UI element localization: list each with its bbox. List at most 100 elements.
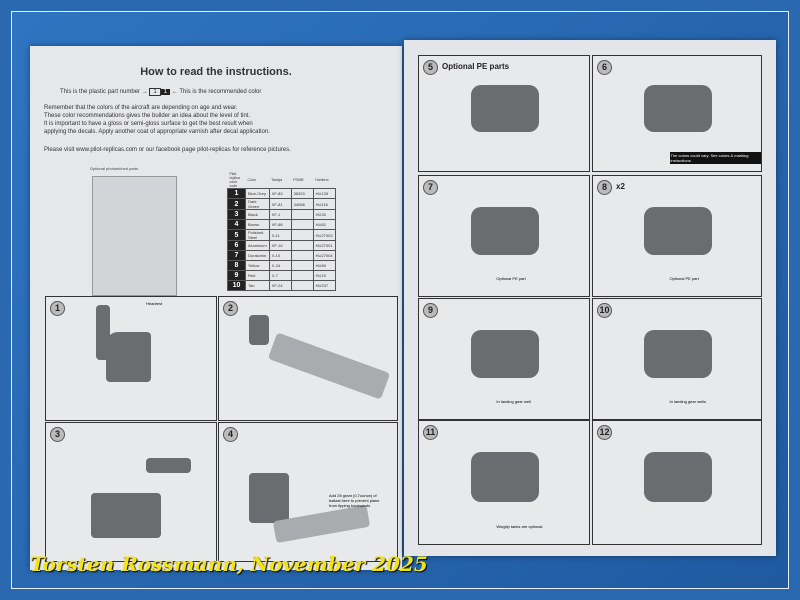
engine-block xyxy=(91,493,161,538)
color-code: 7 xyxy=(227,250,246,261)
color-code: 4 xyxy=(227,219,246,230)
color-box: 1 xyxy=(160,89,171,95)
col-header: Pilot replica color code xyxy=(229,172,240,188)
color-cell: XF-68 xyxy=(268,219,292,230)
step-3-panel: 3 xyxy=(45,422,217,562)
color-cell: Tan xyxy=(245,280,270,291)
color-cell: Duralumin xyxy=(245,250,270,261)
step-number: 3 xyxy=(50,427,65,442)
color-code: 10 xyxy=(227,280,246,291)
color-cell: X-7 xyxy=(268,270,292,281)
color-cell: HU27003 xyxy=(312,229,336,241)
step-note: Optional PE part xyxy=(669,276,699,282)
pe-fret xyxy=(92,176,177,296)
color-cell: 36320 xyxy=(290,188,314,199)
color-cell xyxy=(290,209,314,220)
step-title: x2 xyxy=(616,182,625,191)
color-cell: X-10 xyxy=(268,250,292,261)
note-line: applying the decals. Apply another coat … xyxy=(44,129,270,135)
step-number: 7 xyxy=(423,180,438,195)
step-note: Add 25 gram (0.7ounce) of ballast here t… xyxy=(329,493,380,508)
assembly-drawing xyxy=(470,452,540,503)
color-cell: Brown xyxy=(245,219,270,230)
step-note: Optional PE part xyxy=(496,276,526,282)
step-number: 1 xyxy=(50,301,65,316)
color-code: 3 xyxy=(227,209,246,220)
col-header: FS595 xyxy=(293,178,304,182)
note-line: It is important to have a gloss or semi-… xyxy=(44,121,253,127)
cockpit-tub xyxy=(249,473,289,523)
part-box: 1 xyxy=(149,88,161,96)
step-number: 6 xyxy=(597,60,612,75)
page-title: How to read the instructions. xyxy=(140,66,292,78)
color-cell: 34086 xyxy=(290,198,314,210)
pe-label: Optional photoetched parts xyxy=(90,166,139,171)
step-number: 4 xyxy=(223,427,238,442)
step-note: Headrest xyxy=(146,301,163,306)
notes: Remember that the colors of the aircraft… xyxy=(44,104,270,136)
assembly-drawing xyxy=(644,452,712,503)
step-number: 12 xyxy=(597,425,612,440)
step-note: The colors could vary. See colors & mark… xyxy=(669,151,761,164)
photo-caption: Torsten Rossmann, November 2025 xyxy=(30,552,428,576)
color-cell: Red xyxy=(245,270,270,281)
note-line: Remember that the colors of the aircraft… xyxy=(44,105,238,111)
color-cell: HU62 xyxy=(312,219,336,230)
cockpit-part xyxy=(249,315,269,345)
assembly-drawing xyxy=(644,329,712,379)
step-1-panel: 1 Headrest xyxy=(45,296,217,421)
assembly-drawing xyxy=(644,206,712,256)
step-note: Wingtip tanks are optional xyxy=(496,523,543,529)
visit-text: Please visit www.pilot-replicas.com or o… xyxy=(44,147,291,153)
color-cell: Dark Green xyxy=(245,198,270,210)
color-cell xyxy=(290,260,314,271)
step-number: 8 xyxy=(597,180,612,195)
step-9-panel: 9 In landing gear well xyxy=(418,298,590,420)
color-cell: Yellow xyxy=(245,260,270,271)
color-code: 2 xyxy=(227,198,246,210)
assembly-drawing xyxy=(470,206,540,256)
step-number: 5 xyxy=(423,60,438,75)
color-cell xyxy=(290,270,314,281)
color-cell: HU27004 xyxy=(312,250,336,261)
note-line: These color recommendations gives the bu… xyxy=(44,113,251,119)
color-cell: XF-16 xyxy=(268,240,292,251)
color-cell: XF-24 xyxy=(268,280,292,291)
step-2-panel: 2 xyxy=(218,296,398,421)
step-12-panel: 12 xyxy=(592,420,762,545)
color-code: 6 xyxy=(227,240,246,251)
step-number: 2 xyxy=(223,301,238,316)
color-code: 9 xyxy=(227,270,246,281)
step-number: 9 xyxy=(423,303,438,318)
color-cell: Blue-Grey xyxy=(245,188,270,199)
color-cell: X-24 xyxy=(268,260,292,271)
seat xyxy=(106,332,151,382)
color-table: Pilot replica color code Color Tamiya FS… xyxy=(227,172,336,291)
assembly-drawing xyxy=(470,329,540,379)
color-code: 5 xyxy=(227,229,246,241)
color-cell: X-11 xyxy=(268,229,292,241)
color-cell xyxy=(290,229,314,241)
color-text: This is the recommended color xyxy=(179,89,262,95)
assembly-drawing xyxy=(644,85,712,133)
step-note: In landing gear wells xyxy=(669,399,706,405)
left-page: How to read the instructions. This is th… xyxy=(30,46,402,570)
step-note: In landing gear well xyxy=(496,399,531,405)
color-cell: XF-83 xyxy=(268,188,292,199)
